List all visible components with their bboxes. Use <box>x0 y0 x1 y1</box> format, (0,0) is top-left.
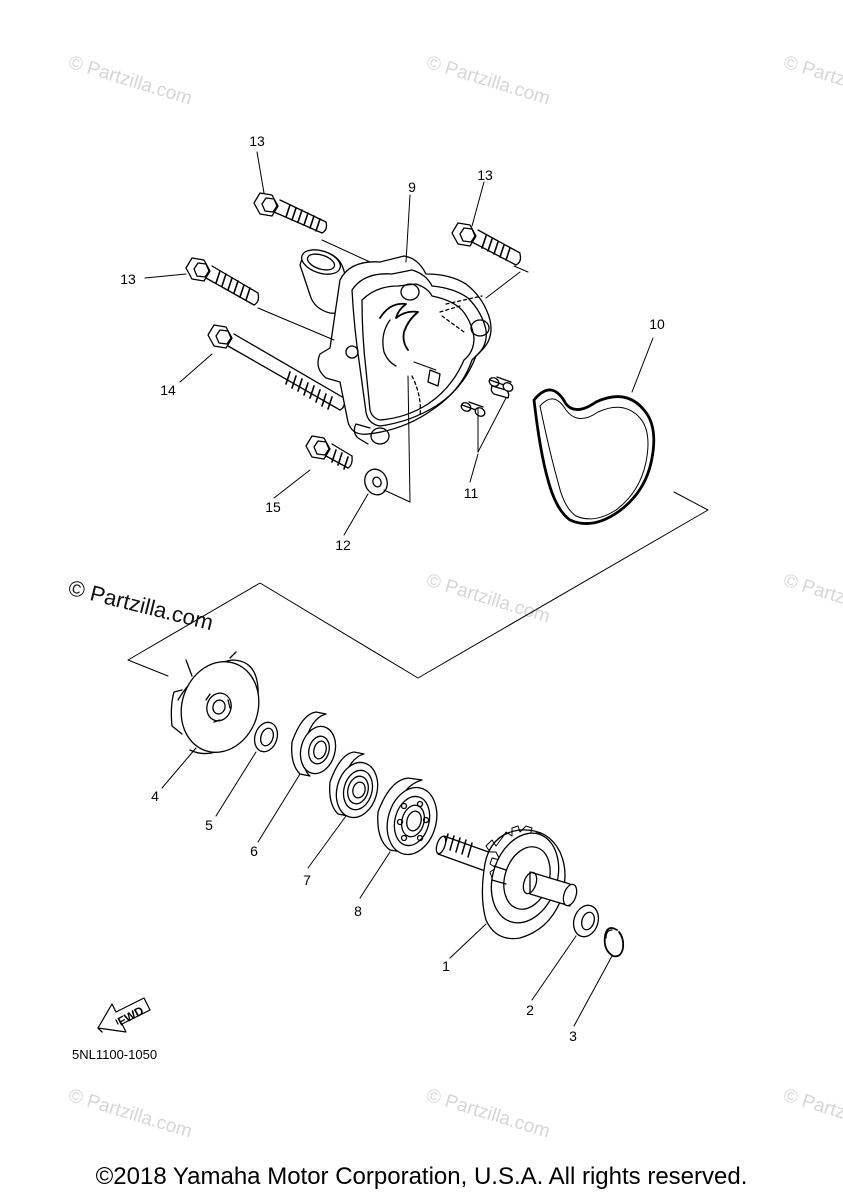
washer-5 <box>253 721 279 753</box>
bolt-15 <box>305 435 353 470</box>
bolt-13-top <box>253 192 328 234</box>
callout-13: 13 <box>120 271 136 287</box>
callout-4: 4 <box>151 788 159 804</box>
washer-2 <box>572 904 600 938</box>
circlip-3 <box>603 927 625 958</box>
callout-9: 9 <box>408 179 416 195</box>
callout-14: 14 <box>160 382 176 398</box>
leader-lines <box>144 151 654 1027</box>
copyright-notice: ©2018 Yamaha Motor Corporation, U.S.A. A… <box>95 1163 748 1190</box>
impeller-4 <box>170 651 260 755</box>
callout-13: 13 <box>249 133 265 149</box>
diagram-code: 5NL1100-1050 <box>72 1047 158 1062</box>
bearing-7 <box>329 751 379 819</box>
o-ring-10 <box>532 388 656 525</box>
callout-5: 5 <box>205 817 213 833</box>
callout-6: 6 <box>250 843 258 859</box>
callout-7: 7 <box>303 872 311 888</box>
callout-3: 3 <box>569 1028 577 1044</box>
dowel-pin-11 <box>460 401 486 417</box>
callout-1: 1 <box>442 958 450 974</box>
impeller-shaft-gear-1 <box>435 825 578 940</box>
bolt-14 <box>207 324 346 411</box>
dowel-pin-11 <box>488 376 514 399</box>
callout-8: 8 <box>354 903 362 919</box>
assembly-guide-lines <box>127 239 709 679</box>
callout-10: 10 <box>649 316 665 332</box>
callout-11: 11 <box>463 485 479 501</box>
bolt-13-left <box>185 257 260 306</box>
forward-arrow-icon <box>97 997 151 1033</box>
callout-2: 2 <box>526 1002 534 1018</box>
washer-12 <box>364 468 388 496</box>
callout-15: 15 <box>265 499 281 515</box>
bearing-8 <box>377 777 438 856</box>
callout-12: 12 <box>335 537 351 553</box>
bolt-13-right <box>451 222 522 266</box>
pump-cover-9 <box>299 249 492 445</box>
callout-13: 13 <box>477 167 493 183</box>
oil-seal-6 <box>291 711 337 777</box>
